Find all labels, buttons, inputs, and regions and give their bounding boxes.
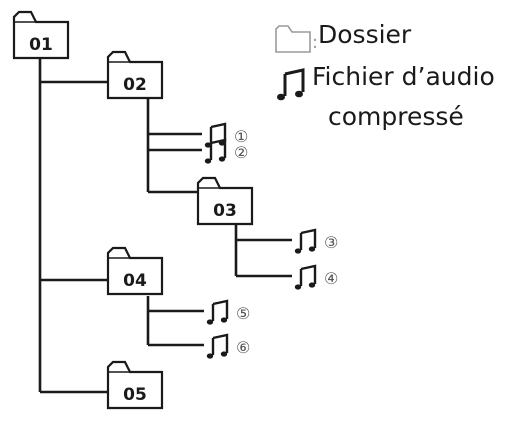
track-5-number: ⑤ xyxy=(236,304,250,323)
track-2-number: ② xyxy=(234,143,248,162)
tree-connector-lines xyxy=(38,56,292,394)
track-4-number: ④ xyxy=(324,269,338,288)
music-note-icon xyxy=(203,122,227,149)
track-3: ③ xyxy=(293,228,338,255)
legend-audio-label-line1: Fichier d’audio xyxy=(312,62,495,91)
music-note-icon xyxy=(293,264,317,291)
music-note-icon xyxy=(293,228,317,255)
legend-folder-label: Dossier xyxy=(318,20,412,49)
folder-03: 03 xyxy=(196,176,254,226)
track-3-number: ③ xyxy=(324,233,338,252)
legend-folder-icon: : xyxy=(275,25,318,53)
legend-audio-label-line2: compressé xyxy=(328,102,464,131)
track-1-number: ① xyxy=(234,127,248,146)
svg-text::: : xyxy=(312,32,318,53)
folder-01: 01 xyxy=(12,10,70,60)
folder-05: 05 xyxy=(106,360,164,410)
music-note-icon xyxy=(205,333,229,360)
folder-01-label: 01 xyxy=(29,35,53,55)
music-note-icon xyxy=(205,299,229,326)
folder-02-label: 02 xyxy=(123,75,147,95)
track-4: ④ xyxy=(293,264,338,291)
track-2: ② xyxy=(203,138,248,165)
folder-04-label: 04 xyxy=(123,271,147,291)
folder-05-label: 05 xyxy=(123,385,147,405)
track-6: ⑥ xyxy=(205,333,250,360)
track-6-number: ⑥ xyxy=(236,338,250,357)
legend-music-note-icon xyxy=(277,68,305,101)
folder-04: 04 xyxy=(106,246,164,296)
folder-02: 02 xyxy=(106,50,164,100)
folder-03-label: 03 xyxy=(213,201,237,221)
track-1: ① xyxy=(203,122,248,149)
track-5: ⑤ xyxy=(205,299,250,326)
